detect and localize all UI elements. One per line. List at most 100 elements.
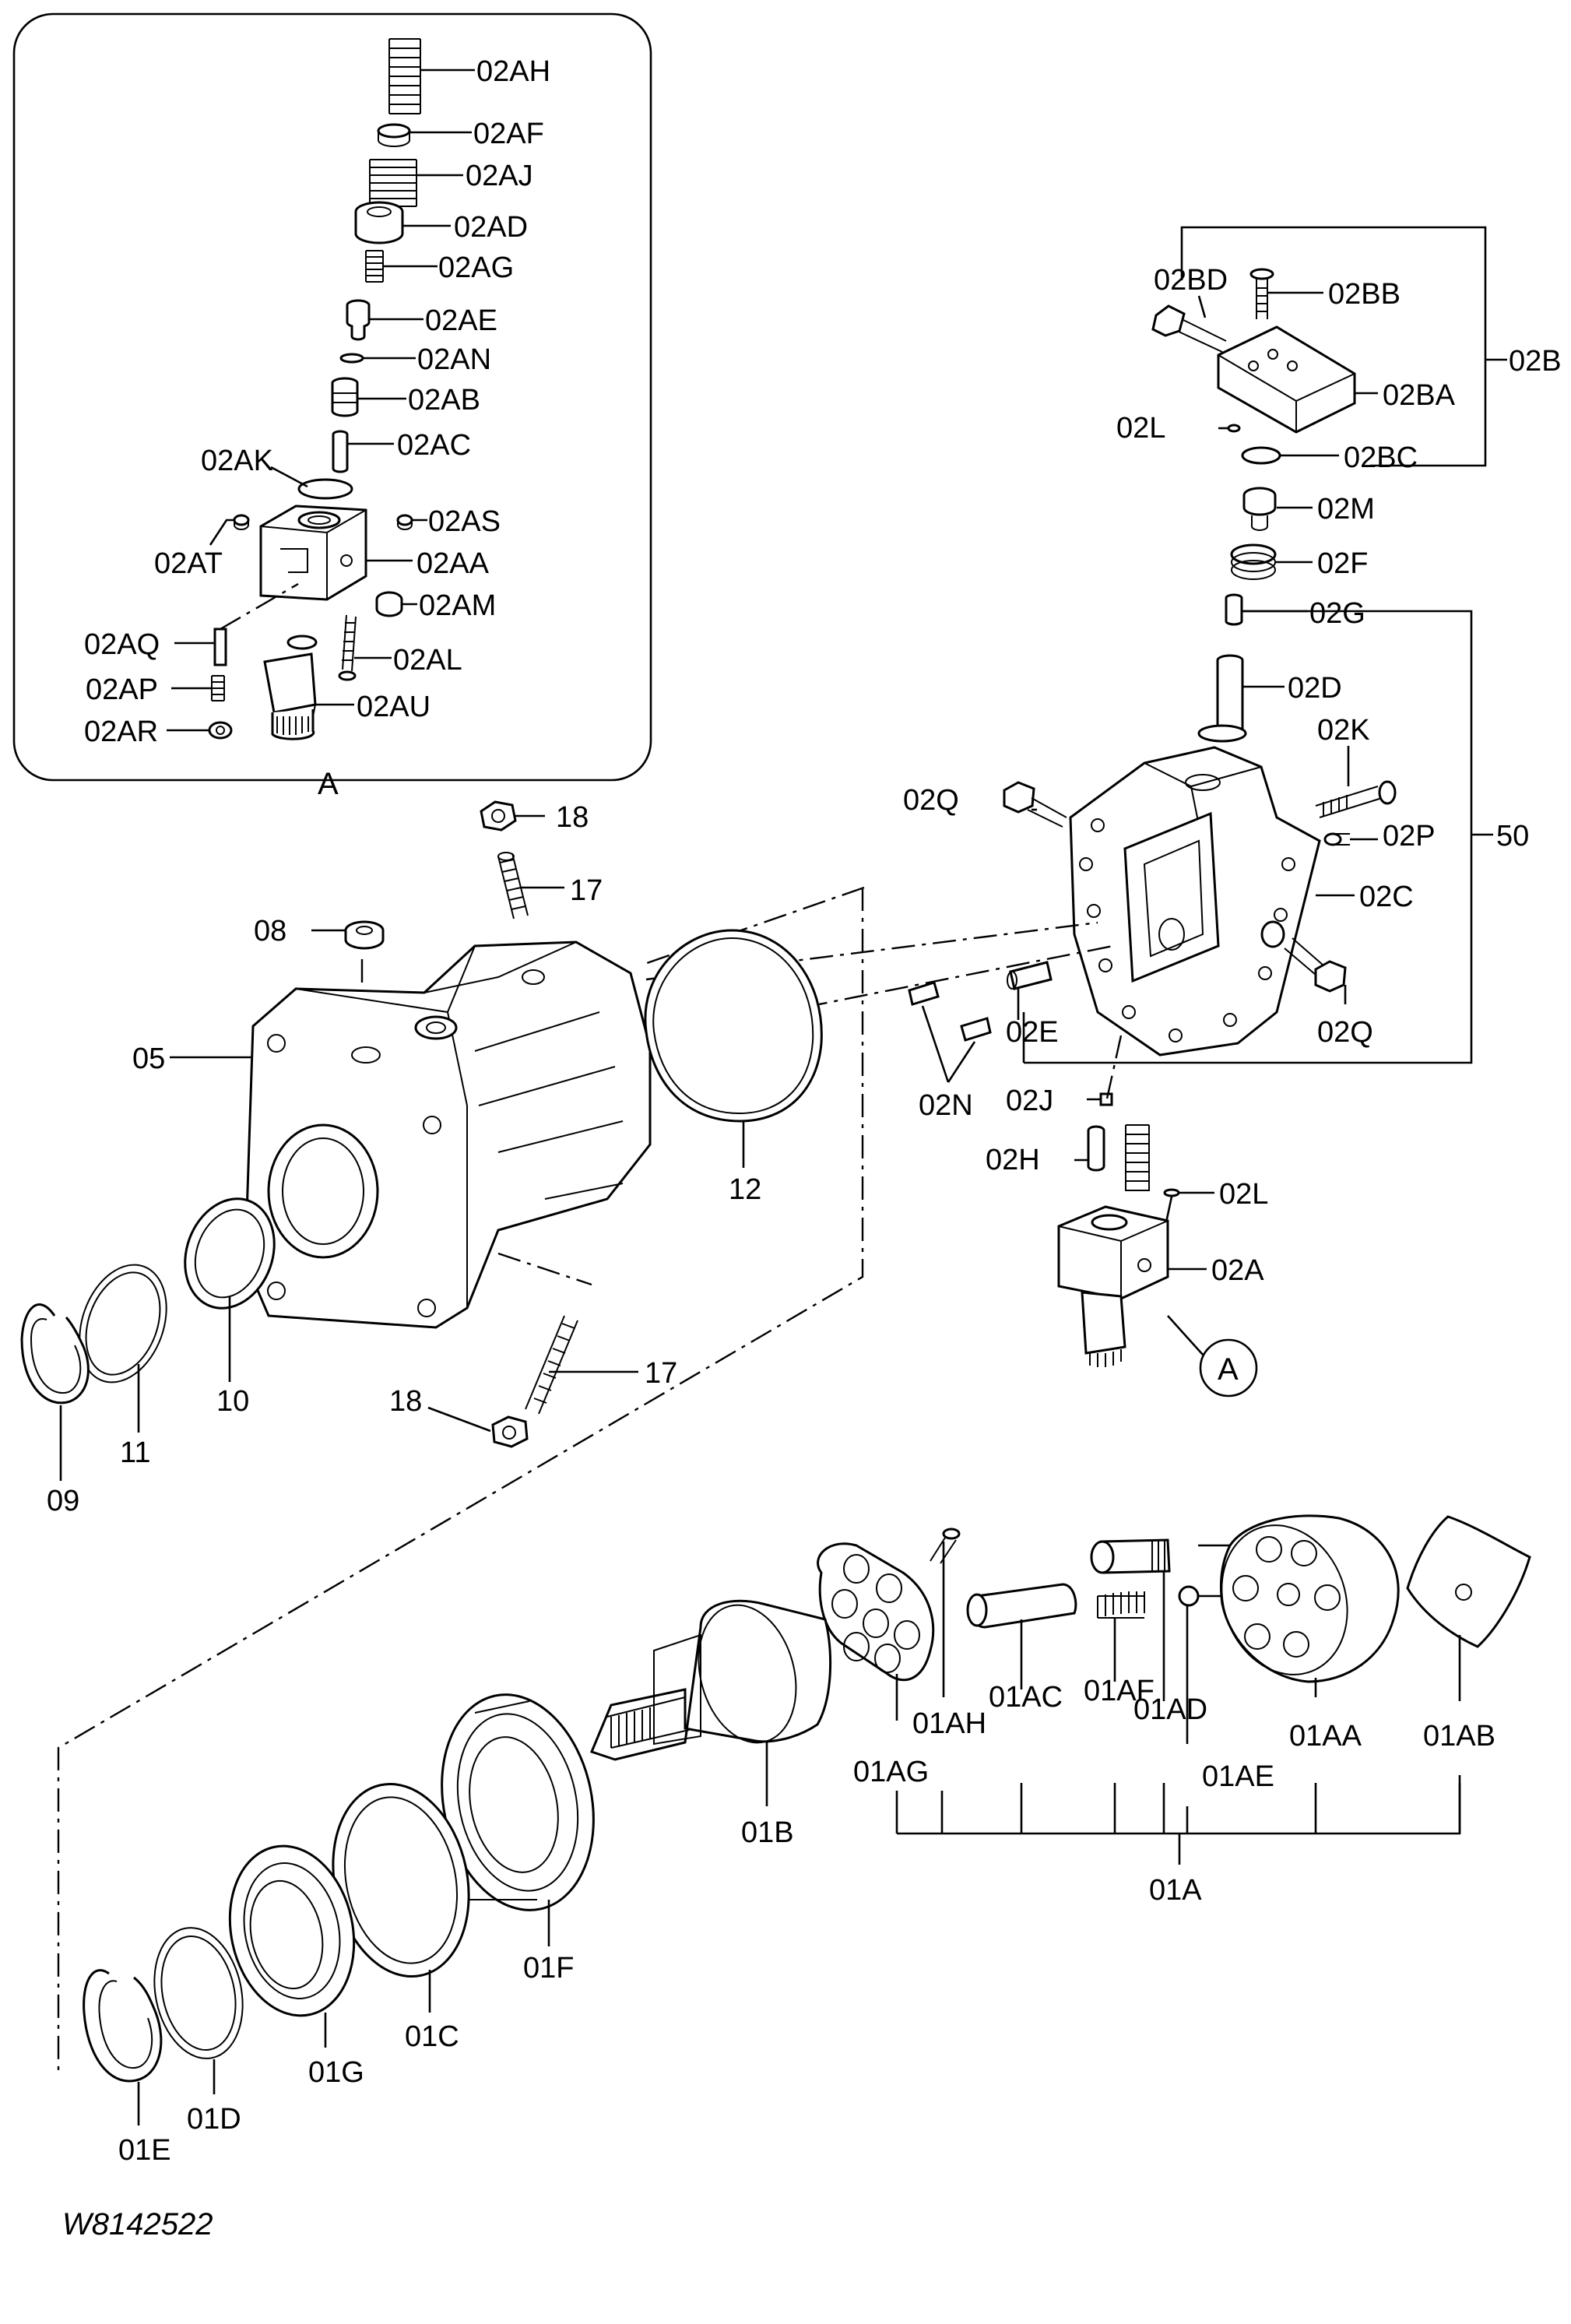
label-02AQ: 02AQ [84, 628, 160, 661]
bracket-01A-drops [895, 1783, 1461, 1834]
solenoid-02AU [263, 635, 318, 740]
label-02AR: 02AR [84, 715, 158, 748]
ring-11 [79, 1264, 167, 1384]
label-09: 09 [47, 1485, 79, 1517]
pin-02AQ [213, 628, 227, 666]
label-02AH: 02AH [476, 55, 550, 88]
o-ring-02L-bottom [1163, 1188, 1180, 1197]
spring-02A-top [1125, 1124, 1150, 1191]
pin-02H [1087, 1125, 1105, 1172]
bracket-01A [897, 1775, 1461, 1835]
label-10: 10 [216, 1385, 249, 1418]
label-08: 08 [254, 915, 286, 948]
plug-02AT [233, 514, 250, 530]
bracket-50 [1024, 610, 1473, 1064]
leaders-rotary-group [137, 1542, 1461, 2125]
label-02AE: 02AE [425, 304, 497, 337]
spring-02AJ [369, 159, 417, 207]
ring-01D [153, 1927, 244, 2059]
spool-02AC [332, 430, 349, 473]
bracket-02B [1180, 226, 1487, 467]
pins-02N [908, 981, 992, 1042]
label-02N: 02N [919, 1089, 973, 1122]
o-ring-02L-top [1227, 424, 1241, 433]
label-01A: 01A [1149, 1874, 1202, 1907]
label-01B: 01B [741, 1816, 794, 1849]
label-12: 12 [729, 1173, 761, 1206]
pin-01AD [1090, 1538, 1171, 1574]
pin-02E [1007, 961, 1053, 990]
plug-02AS [396, 514, 413, 530]
label-02G: 02G [1309, 597, 1365, 630]
label-02AM: 02AM [419, 589, 496, 622]
valve-02A [1057, 1205, 1169, 1367]
label-01G: 01G [308, 2056, 364, 2089]
label-02AA: 02AA [416, 547, 490, 580]
assembly-centerline-cover [641, 921, 1123, 1106]
label-02AD: 02AD [454, 211, 528, 244]
o-ring-02AK [297, 478, 353, 500]
bolt-02Q-top [1003, 781, 1067, 828]
assembly-centerline-upper [57, 886, 865, 2075]
figure-code: W8142522 [62, 2207, 213, 2241]
shaft-02D [1197, 654, 1247, 743]
spring-02AG [365, 250, 384, 283]
nut-18-bottom [491, 1415, 529, 1448]
label-17-bottom: 17 [645, 1357, 677, 1390]
leader-detail-a-callout [1167, 1315, 1204, 1355]
label-02BA: 02BA [1383, 379, 1456, 412]
stud-17-top [497, 852, 529, 919]
label-01AD: 01AD [1133, 1693, 1207, 1726]
piston-02AD [354, 201, 404, 244]
label-02M: 02M [1317, 493, 1375, 526]
label-02AS: 02AS [428, 505, 501, 538]
label-01AB: 01AB [1423, 1720, 1495, 1753]
label-02Q-bottom: 02Q [1317, 1016, 1373, 1049]
screw-02BB [1249, 268, 1274, 319]
leaders-detail-a [167, 69, 475, 732]
label-02L-top: 02L [1116, 412, 1165, 445]
label-01AE: 01AE [1202, 1760, 1274, 1793]
cylinder-block-01AA [1219, 1514, 1400, 1683]
plug-02P [1323, 832, 1350, 846]
label-02J: 02J [1006, 1085, 1053, 1117]
label-01AC: 01AC [989, 1681, 1063, 1714]
piston-01AC [966, 1583, 1077, 1629]
label-02AN: 02AN [417, 343, 491, 376]
leaders-upper-right [921, 291, 1378, 1271]
label-02D: 02D [1288, 672, 1342, 705]
ring-10 [184, 1197, 276, 1310]
label-02AG: 02AG [438, 251, 514, 284]
bearing-01G [228, 1844, 356, 2017]
label-02C: 02C [1359, 881, 1414, 913]
label-17-top: 17 [570, 874, 603, 907]
snap-ring-01E [83, 1969, 163, 2083]
label-01AF: 01AF [1084, 1675, 1155, 1707]
label-02B: 02B [1509, 345, 1562, 378]
detail-a-frame [12, 12, 652, 782]
end-cover-02C [1069, 746, 1321, 1057]
label-02L-bottom: 02L [1219, 1178, 1268, 1211]
spring-02F [1230, 543, 1277, 580]
detail-a-caption: A [318, 767, 339, 801]
spring-02AP [211, 675, 225, 701]
detail-a-callout-circle [1199, 1338, 1258, 1398]
plug-02M [1242, 487, 1277, 531]
label-01AH: 01AH [912, 1707, 986, 1740]
label-02Q-top: 02Q [903, 784, 959, 817]
o-ring-02BC [1241, 446, 1281, 465]
stud-17-bottom [525, 1315, 578, 1415]
seat-02AF [377, 123, 411, 147]
label-01AA: 01AA [1289, 1720, 1362, 1753]
valve-plate-01AB [1406, 1515, 1531, 1648]
valve-body-02AA [259, 505, 367, 601]
label-01C: 01C [405, 2020, 459, 2053]
label-02BB: 02BB [1328, 278, 1401, 311]
label-02AK: 02AK [201, 445, 273, 477]
bolt-02K [1315, 780, 1397, 818]
bolt-02BD [1151, 304, 1227, 353]
label-18-bottom: 18 [389, 1385, 422, 1418]
seat-02AR [208, 721, 233, 740]
leaders-housing [59, 814, 745, 1481]
label-02AT: 02AT [154, 547, 223, 580]
